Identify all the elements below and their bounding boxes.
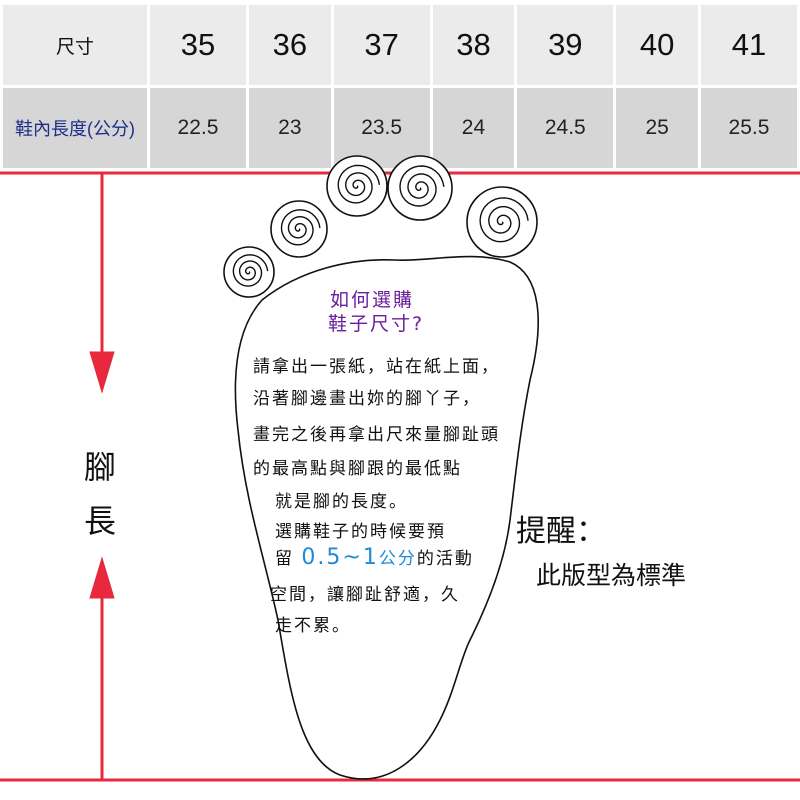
foot-length-label-2: 長: [84, 502, 117, 540]
guide-line: 就是腳的長度。: [275, 492, 408, 512]
guide-line: 留 0.5~1公分的活動: [275, 544, 474, 570]
foot-outline: [234, 255, 539, 780]
size-cell: 41: [700, 5, 797, 85]
size-cell: 39: [517, 5, 614, 85]
toe-spirals: [223, 155, 538, 298]
guide-title: 如何選購 鞋子尺寸?: [328, 288, 425, 336]
size-row: 尺寸 35 36 37 38 39 40 41: [3, 5, 797, 85]
length-cell: 22.5: [150, 88, 246, 168]
spiral-icon: [232, 254, 269, 287]
length-cell: 24: [432, 88, 515, 168]
guide-line: 選購鞋子的時候要預: [275, 522, 446, 542]
guide-line: 沿著腳邊畫出妳的腳丫子，: [253, 389, 481, 409]
arrow-up-icon: [89, 556, 115, 599]
size-cell: 37: [333, 5, 430, 85]
foot-length-label-1: 腳: [84, 448, 117, 486]
guide-line: 空間，讓腳趾舒適，久: [270, 585, 460, 605]
spiral-icon: [337, 164, 381, 204]
length-cell: 25: [616, 88, 698, 168]
guide-title-line: 如何選購: [330, 289, 415, 311]
guide-text: 留: [275, 549, 302, 569]
allowance-unit: 公分: [378, 549, 417, 569]
guide-title-line: 鞋子尺寸?: [328, 313, 425, 335]
length-cell: 25.5: [700, 88, 797, 168]
spiral-icon: [479, 197, 529, 243]
length-cell: 23: [248, 88, 331, 168]
length-cell: 23.5: [333, 88, 430, 168]
guide-text: 的活動: [416, 549, 474, 569]
size-cell: 38: [432, 5, 515, 85]
guide-line: 的最高點與腳跟的最低點: [253, 459, 462, 479]
length-cell: 24.5: [517, 88, 614, 168]
reminder-text: 此版型為標準: [536, 561, 687, 590]
size-cell: 40: [616, 5, 698, 85]
length-row: 鞋內長度(公分) 22.5 23 23.5 24 24.5 25 25.5: [3, 88, 797, 168]
length-header: 鞋內長度(公分): [3, 88, 147, 168]
spiral-icon: [280, 209, 321, 246]
spiral-icon: [399, 165, 445, 207]
arrow-down-icon: [89, 351, 115, 394]
size-cell: 35: [150, 5, 246, 85]
size-cell: 36: [248, 5, 331, 85]
guide-line: 請拿出一張紙，站在紙上面，: [253, 357, 500, 377]
allowance-value: 0.5~1: [301, 545, 379, 570]
reminder-title: 提醒：: [516, 514, 606, 549]
guide-line: 畫完之後再拿出尺來量腳趾頭: [253, 425, 500, 445]
size-header: 尺寸: [3, 5, 147, 85]
size-table: 尺寸 35 36 37 38 39 40 41 鞋內長度(公分) 22.5 23…: [0, 2, 800, 171]
guide-line: 走不累。: [275, 616, 351, 636]
allowance-highlight: 0.5~1公分: [301, 545, 416, 570]
